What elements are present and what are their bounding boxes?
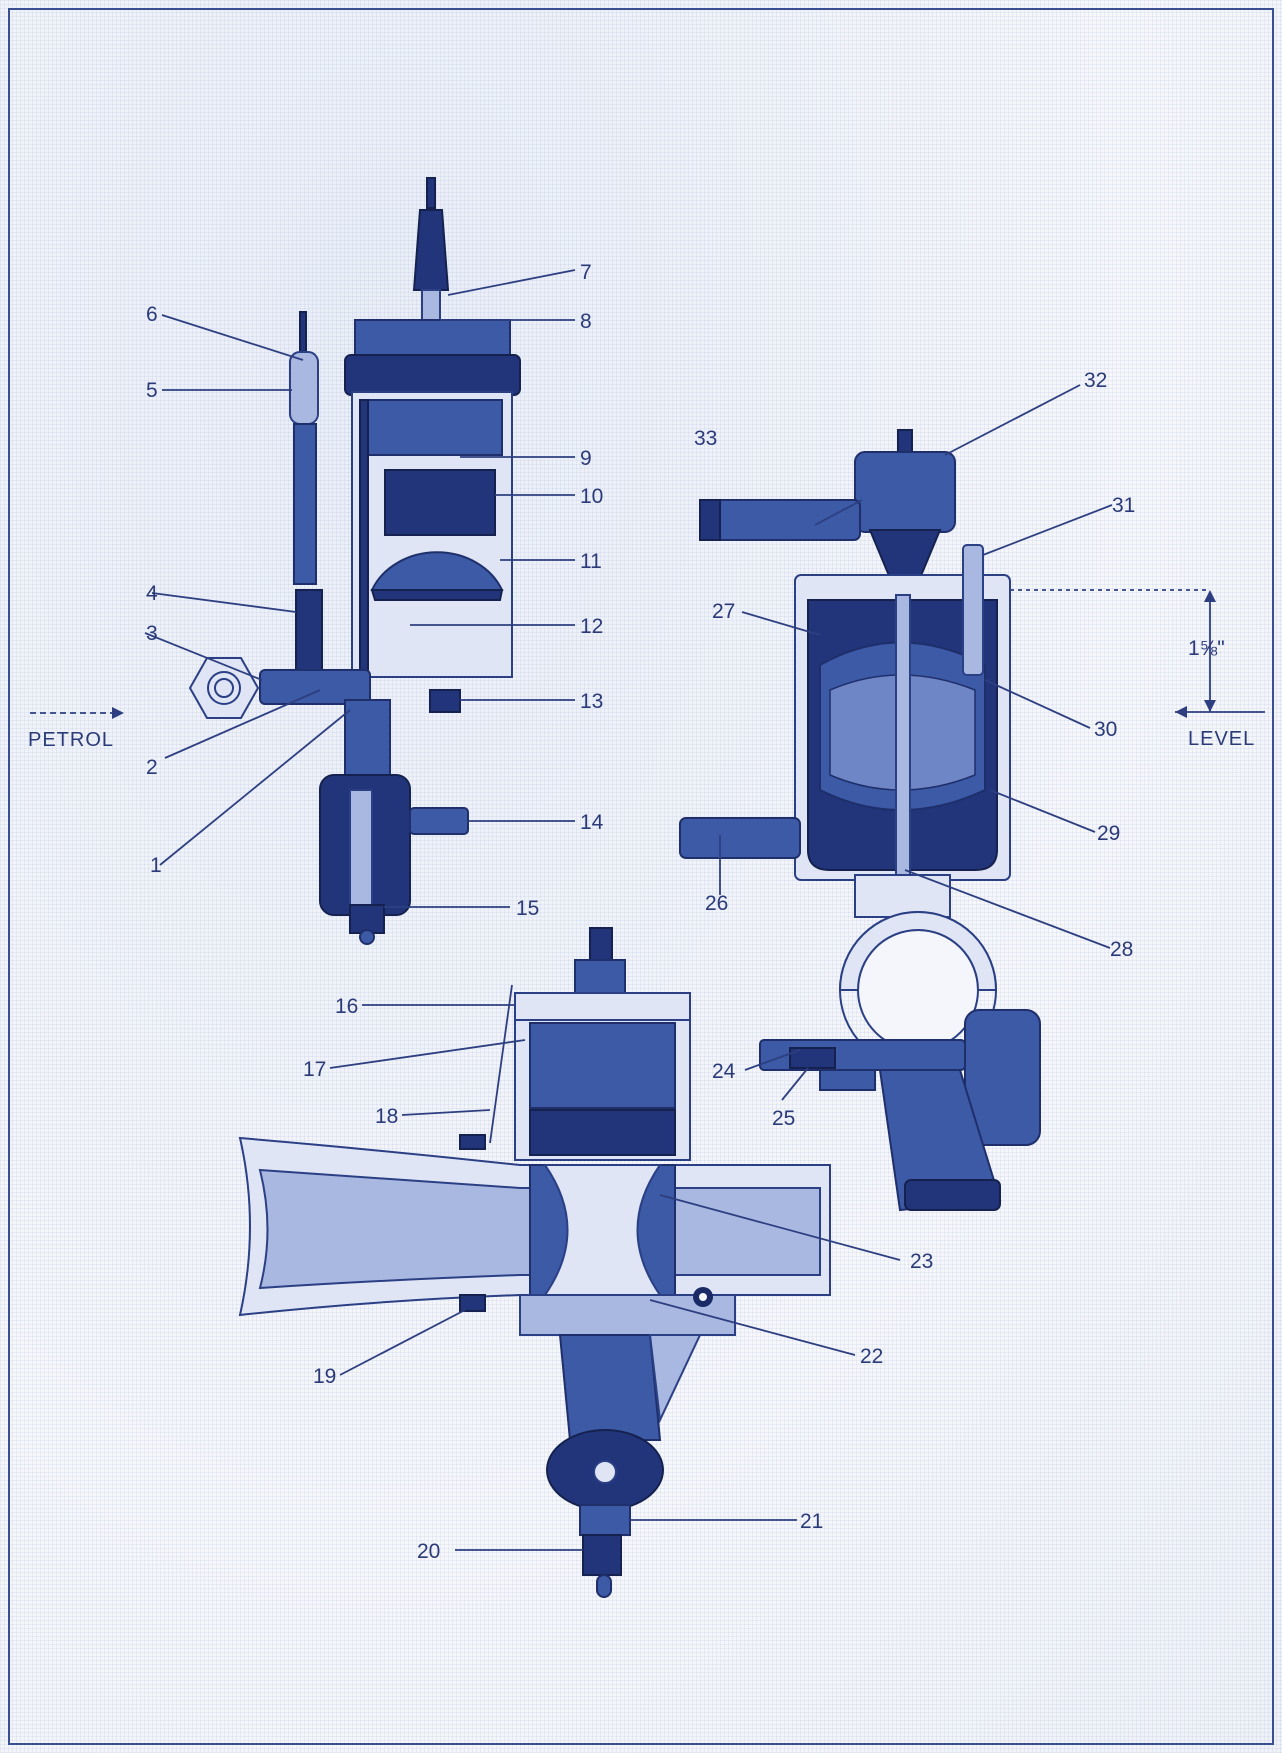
label-16: 16 bbox=[335, 995, 358, 1018]
jet-assembly bbox=[259, 177, 521, 945]
label-22: 22 bbox=[860, 1345, 883, 1368]
page-border bbox=[8, 8, 1274, 1745]
label-25: 25 bbox=[772, 1107, 795, 1130]
label-11: 11 bbox=[580, 550, 602, 573]
label-6: 6 bbox=[146, 303, 158, 326]
label-20: 20 bbox=[417, 1540, 440, 1563]
label-12: 12 bbox=[580, 615, 603, 638]
label-10: 10 bbox=[580, 485, 603, 508]
dimension-label: 1⅝" bbox=[1188, 637, 1225, 660]
label-30: 30 bbox=[1094, 718, 1117, 741]
label-32: 32 bbox=[1084, 369, 1107, 392]
label-29: 29 bbox=[1097, 822, 1120, 845]
part-labels: 6 5 4 3 2 1 7 8 9 10 11 12 13 14 15 16 1… bbox=[28, 261, 1255, 1563]
label-13: 13 bbox=[580, 690, 603, 713]
main-body-assembly bbox=[238, 927, 831, 1598]
level-label: LEVEL bbox=[1188, 728, 1255, 750]
label-26: 26 bbox=[705, 892, 728, 915]
label-28: 28 bbox=[1110, 938, 1133, 961]
label-7: 7 bbox=[580, 261, 592, 284]
label-33: 33 bbox=[694, 427, 717, 450]
label-9: 9 bbox=[580, 447, 592, 470]
label-21: 21 bbox=[800, 1510, 823, 1533]
level-dimension bbox=[1010, 589, 1265, 718]
label-4: 4 bbox=[146, 582, 158, 605]
throttle-lever-assembly bbox=[759, 911, 1041, 1212]
float-chamber-assembly bbox=[679, 429, 1011, 918]
label-23: 23 bbox=[910, 1250, 933, 1273]
label-3: 3 bbox=[146, 622, 158, 645]
label-2: 2 bbox=[146, 756, 158, 779]
petrol-label: PETROL bbox=[28, 729, 114, 751]
label-24: 24 bbox=[712, 1060, 736, 1083]
label-18: 18 bbox=[375, 1105, 398, 1128]
label-8: 8 bbox=[580, 310, 592, 333]
label-5: 5 bbox=[146, 379, 158, 402]
label-31: 31 bbox=[1112, 494, 1135, 517]
leader-lines bbox=[144, 269, 1113, 1551]
label-1: 1 bbox=[150, 854, 162, 877]
label-14: 14 bbox=[580, 811, 604, 834]
label-27: 27 bbox=[712, 600, 735, 623]
hex-nut-icon bbox=[188, 657, 260, 719]
petrol-arrow bbox=[30, 707, 124, 719]
label-15: 15 bbox=[516, 897, 539, 920]
label-19: 19 bbox=[313, 1365, 336, 1388]
label-17: 17 bbox=[303, 1058, 326, 1081]
